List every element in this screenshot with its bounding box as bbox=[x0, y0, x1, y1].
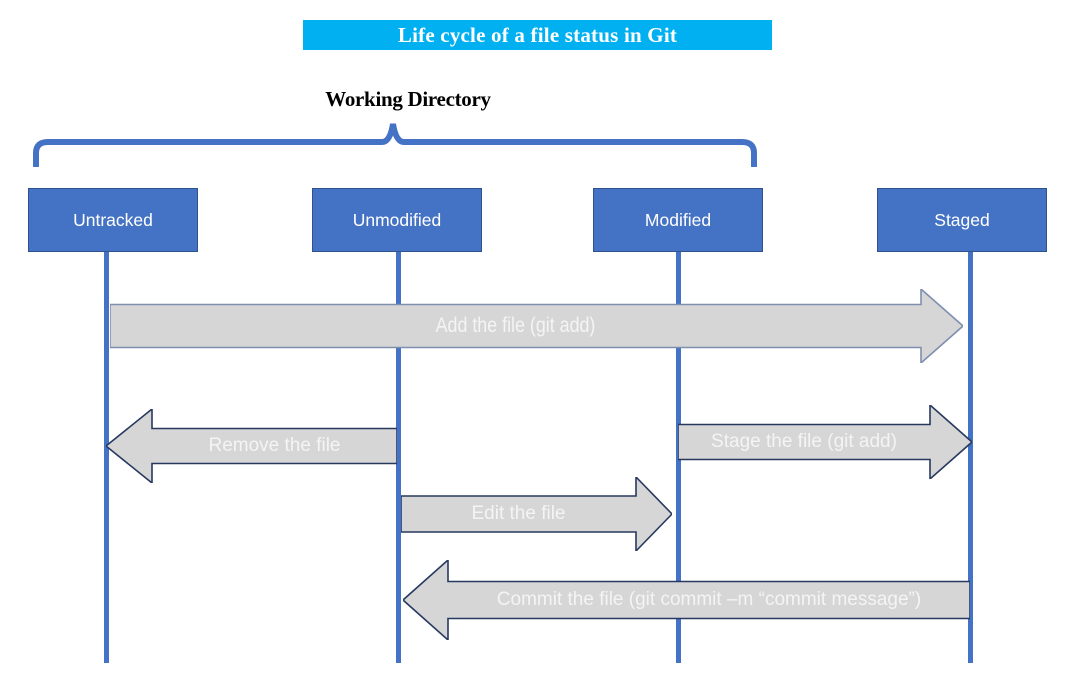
state-box-untracked: Untracked bbox=[28, 188, 198, 252]
state-label: Unmodified bbox=[352, 209, 442, 230]
arrow-remove-file-label: Remove the file bbox=[208, 435, 341, 456]
state-box-staged: Staged bbox=[877, 188, 1047, 252]
arrow-edit-file: Edit the file bbox=[401, 477, 672, 551]
left-arrow-shape bbox=[106, 409, 397, 483]
lifeline-staged bbox=[968, 252, 973, 663]
arrow-add-file: Add the file (git add) bbox=[110, 289, 963, 363]
lifeline-unmodified bbox=[396, 252, 401, 663]
lifeline-untracked bbox=[104, 252, 109, 663]
working-directory-brace-shape bbox=[33, 123, 757, 167]
arrow-edit-file-label: Edit the file bbox=[471, 503, 566, 524]
arrow-stage-file: Stage the file (git add) bbox=[678, 405, 972, 479]
working-directory-heading: Working Directory bbox=[258, 86, 558, 112]
arrow-add-file-label: Add the file (git add) bbox=[435, 314, 596, 337]
right-arrow-shape bbox=[678, 405, 972, 479]
right-arrow-shape bbox=[110, 289, 963, 363]
state-label: Staged bbox=[934, 209, 990, 230]
state-box-unmodified: Unmodified bbox=[312, 188, 482, 252]
working-directory-label: Working Directory bbox=[325, 86, 491, 111]
state-box-modified: Modified bbox=[593, 188, 763, 252]
arrow-stage-file-label: Stage the file (git add) bbox=[711, 431, 897, 452]
state-label: Untracked bbox=[73, 209, 153, 230]
arrow-commit-file-label: Commit the file (git commit –m “commit m… bbox=[496, 589, 922, 610]
left-arrow-shape bbox=[403, 560, 970, 640]
arrow-remove-file: Remove the file bbox=[106, 409, 397, 483]
state-label: Modified bbox=[644, 209, 712, 230]
right-arrow-shape bbox=[401, 477, 672, 551]
page-title: Life cycle of a file status in Git bbox=[397, 22, 678, 47]
title-banner: Life cycle of a file status in Git bbox=[303, 20, 772, 50]
arrow-commit-file: Commit the file (git commit –m “commit m… bbox=[403, 560, 970, 640]
